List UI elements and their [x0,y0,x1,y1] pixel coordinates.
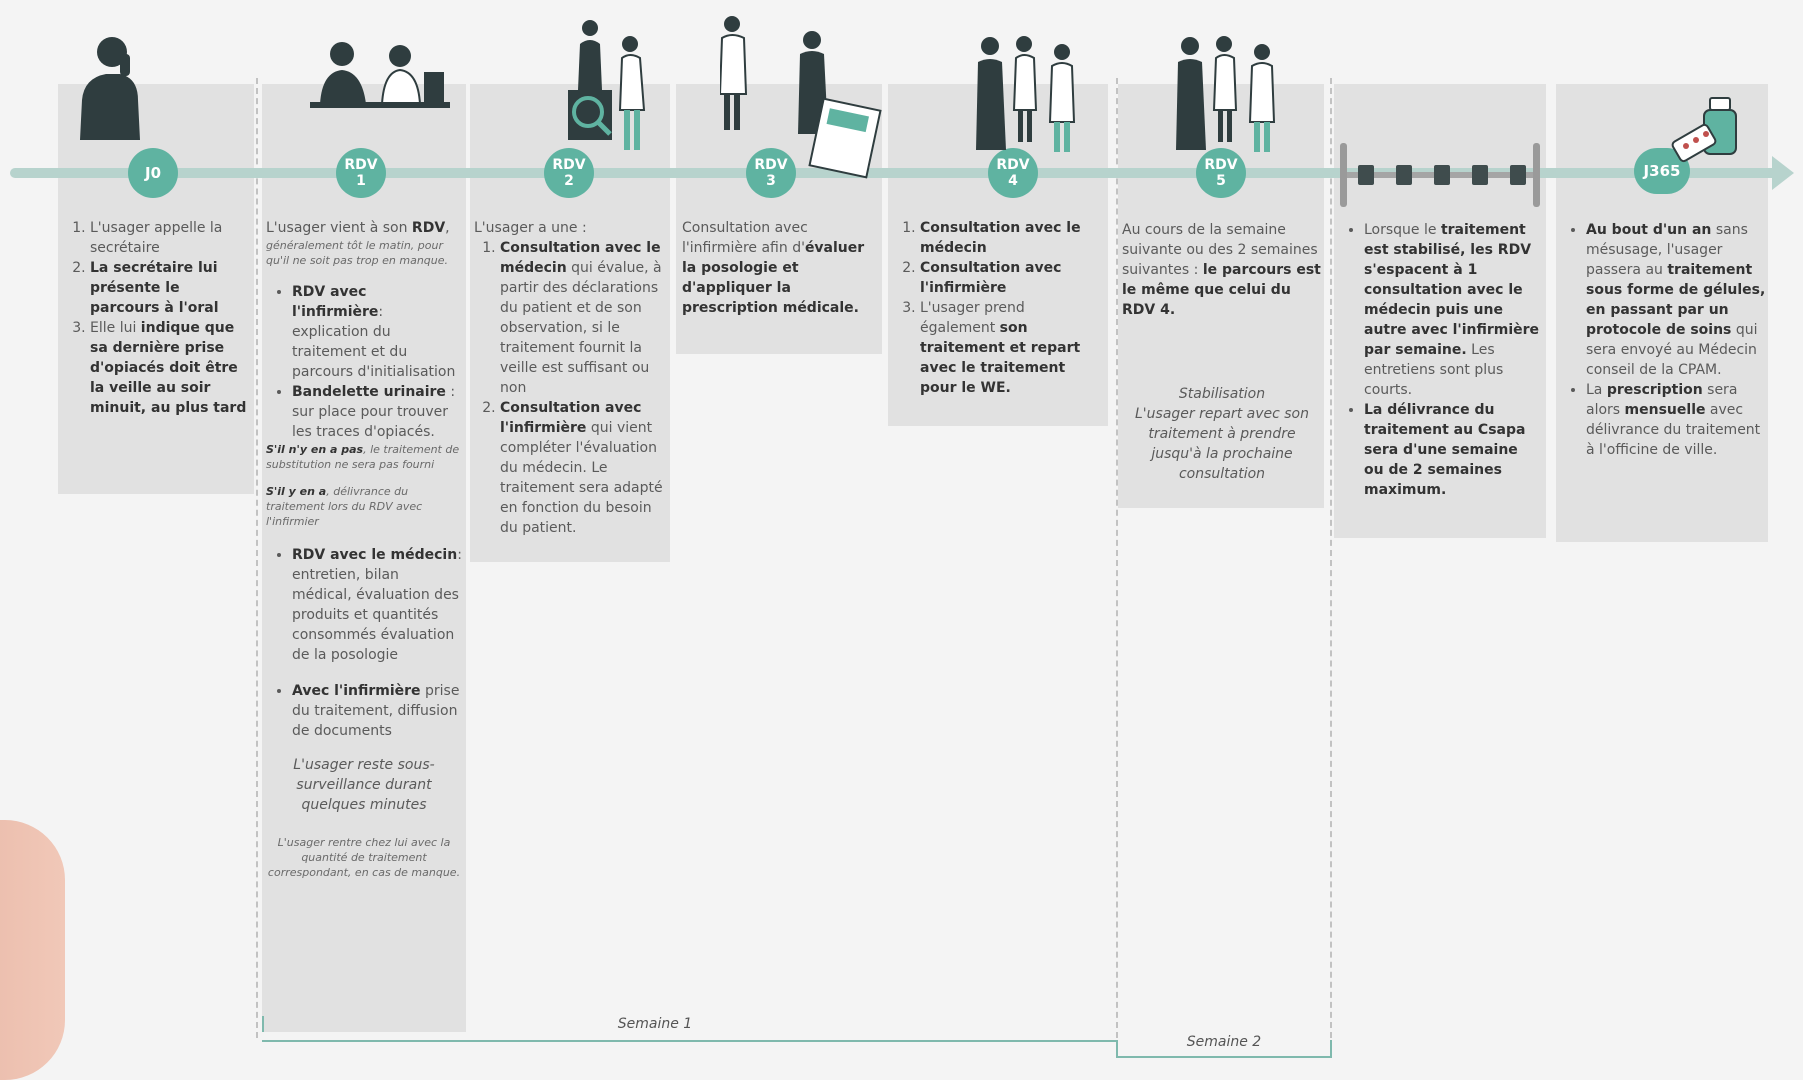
column-j365-text: Au bout d'un an sans mésusage, l'usager … [1560,220,1766,460]
list-item: Consultation avec le médecin qui évalue,… [500,238,666,398]
divider [1116,78,1118,1038]
timeline-axis [10,168,1780,178]
medical-team-with-magnifier-icon [568,20,646,150]
nurse-handing-document-icon [720,16,882,179]
timeline-arrow-icon [1772,156,1794,190]
list-item: La secrétaire lui présente le parcours à… [90,258,250,318]
medication-pills-bottle-icon [1671,97,1737,163]
divider [1330,78,1332,1038]
list-item: Au bout d'un an sans mésusage, l'usager … [1586,220,1766,380]
week-2-bar [1116,1056,1332,1058]
column-j0-text: L'usager appelle la secrétaire La secrét… [64,218,250,418]
list-item: Bandelette urinaire : sur place pour tro… [292,382,462,442]
timeline-node-j0: J0 [128,148,178,198]
column-rdv1-text: L'usager vient à son RDV, généralement t… [266,218,462,880]
column-rdv2-text: L'usager a une : Consultation avec le mé… [474,218,666,538]
person-on-phone-icon [80,37,140,140]
list-item: Consultation avec le médecin [920,218,1104,258]
week-2-label: Semaine 2 [1186,1034,1262,1050]
stabilization-period-bar [1340,143,1540,207]
list-item: Consultation avec l'infirmière qui vient… [500,398,666,538]
column-rdv1-bg [262,84,466,1032]
column-stabilized-text: Lorsque le traitement est stabilisé, les… [1338,220,1542,500]
week-1-label: Semaine 1 [617,1016,693,1032]
list-item: Consultation avec l'infirmière [920,258,1104,298]
column-rdv3-text: Consultation avec l'infirmière afin d'év… [682,220,865,316]
list-item: Elle lui indique que sa dernière prise d… [90,318,250,418]
divider [256,78,258,1038]
list-item: Avec l'infirmière prise du traitement, d… [292,681,462,741]
list-item: La délivrance du traitement au Csapa ser… [1364,400,1542,500]
column-rdv5-text: Au cours de la semaine suivante ou des 2… [1122,222,1321,482]
list-item: L'usager prend également son traitement … [920,298,1104,398]
column-stabilized-bg [1334,84,1546,538]
list-item: Lorsque le traitement est stabilisé, les… [1364,220,1542,400]
doctor-consultation-icon [310,42,450,108]
week-2-end-tick [1330,1040,1332,1056]
column-rdv4-text: Consultation avec le médecin Consultatio… [894,218,1104,398]
patient-with-medical-team-icon [976,36,1076,152]
thumb [0,820,65,1080]
list-item: L'usager appelle la secrétaire [90,218,250,258]
week-2-start-tick [1116,1040,1118,1056]
list-item: RDV avec l'infirmière: explication du tr… [292,282,462,382]
list-item: La prescription sera alors mensuelle ave… [1586,380,1766,460]
list-item: RDV avec le médecin: entretien, bilan mé… [292,545,462,665]
week-1-bar [262,1040,1118,1042]
patient-with-medical-team-icon [1176,36,1276,152]
week-1-start-tick [262,1016,264,1032]
